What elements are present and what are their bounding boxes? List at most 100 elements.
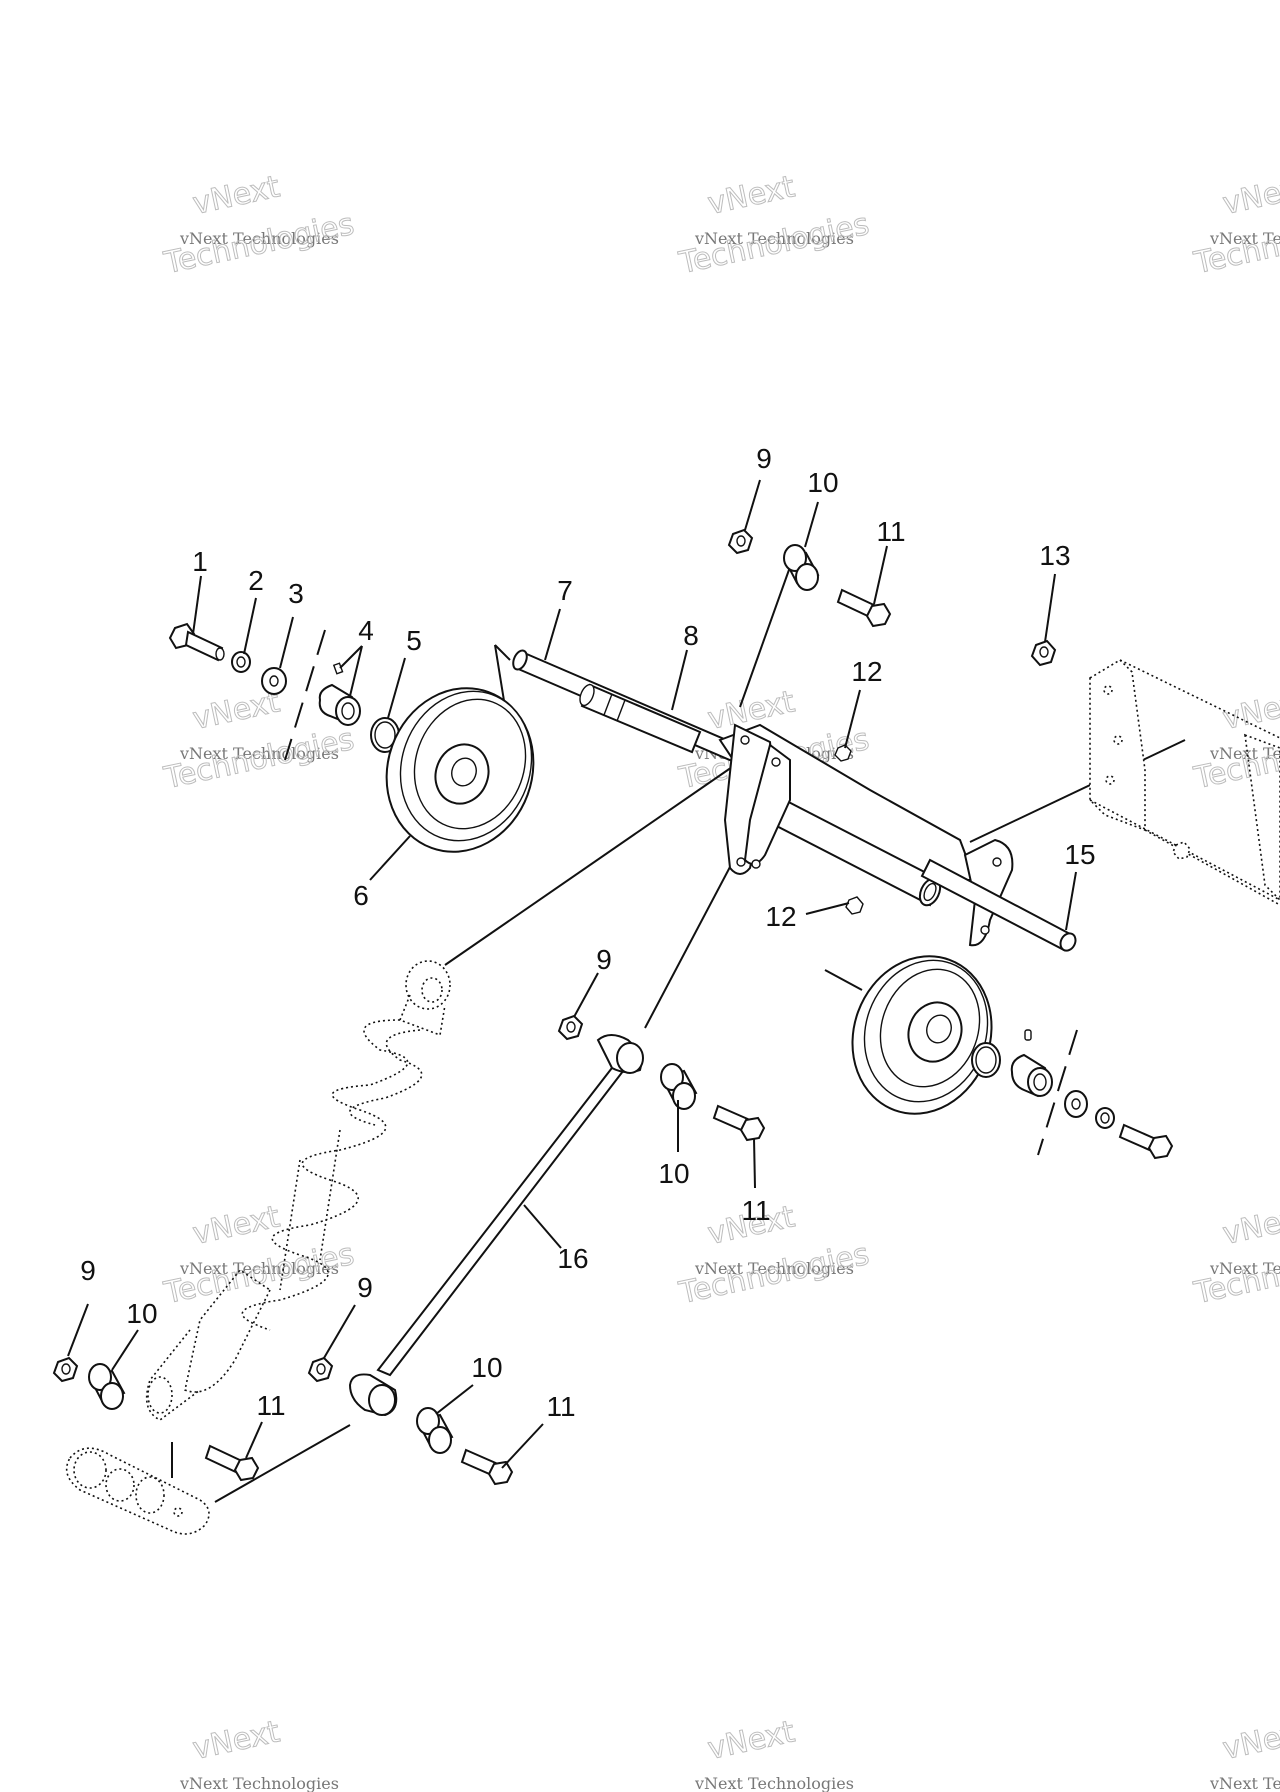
- assembly-line-shock-to-link: [214, 1424, 351, 1503]
- assembly-line-axle-to-frame: [969, 739, 1186, 843]
- callout-10-lower-left: 10: [126, 1298, 157, 1329]
- callout-labels: 1 2 3 4 5 6 7 8 9 10 11 13 12 12 15 9 10…: [80, 443, 1095, 1422]
- callout-leaders: [67, 479, 1077, 1469]
- watermark-line: vNext Technologies: [694, 1259, 854, 1278]
- watermark-brand: vNext: [1220, 1199, 1280, 1252]
- assembly-lines: [171, 552, 1186, 1503]
- axis-line-right: [1037, 1029, 1078, 1156]
- bolt-11-lower-left: [204, 1444, 260, 1482]
- callout-12-lower: 12: [765, 901, 796, 932]
- callout-13: 13: [1039, 540, 1070, 571]
- watermark-line: vNext Technologies: [179, 1774, 339, 1792]
- axis-line-left: [284, 629, 326, 761]
- nut-9-lower-left: [52, 1356, 79, 1383]
- bolt-1: [168, 622, 225, 662]
- nut-12-lower: [845, 896, 864, 915]
- bushing-10-lower-mid: [416, 1407, 454, 1454]
- callout-11-lower-mid: 11: [546, 1391, 575, 1422]
- watermark-6: vNext vNext Technologies Technologies: [1190, 684, 1280, 797]
- callout-9-mid: 9: [596, 944, 612, 975]
- bolt-11-lower-mid: [460, 1448, 514, 1486]
- bushing-10-lower-left: [88, 1363, 126, 1410]
- callout-7: 7: [557, 575, 573, 606]
- callout-10-mid: 10: [658, 1158, 689, 1189]
- watermark-brand: vNext: [1220, 1714, 1280, 1767]
- watermark-9: vNext vNext Technologies Technologies: [1190, 1199, 1280, 1312]
- assembly-line-wheel-left-tick: [494, 644, 511, 661]
- callout-15: 15: [1064, 839, 1095, 870]
- callout-11-top: 11: [876, 516, 905, 547]
- callout-2: 2: [248, 565, 264, 596]
- collar-4: [318, 662, 361, 726]
- watermark-line: vNext Technologies: [694, 229, 854, 248]
- watermark-11: vNext vNext Technologies: [694, 1714, 854, 1792]
- bolt-11-mid: [712, 1104, 766, 1142]
- callout-9-lower-mid: 9: [357, 1272, 373, 1303]
- shock-absorber-phantom: [65, 960, 451, 1535]
- link-rod-16: [348, 1034, 644, 1417]
- nut-13: [1030, 639, 1057, 667]
- watermark-line: vNext Technologies: [179, 744, 339, 763]
- nut-9-mid: [557, 1014, 584, 1041]
- watermark-line: vNext Technologies: [1209, 229, 1280, 248]
- watermark-brand: vNext: [705, 169, 798, 222]
- watermark-big: Technologies: [675, 1237, 872, 1312]
- watermark-12: vNext vNext Technologies: [1209, 1714, 1280, 1792]
- washer-3: [261, 667, 287, 695]
- spacer-tube-8: [579, 683, 702, 754]
- washer-right-small: [1095, 1107, 1115, 1129]
- bolt-right: [1118, 1123, 1174, 1160]
- watermark-big: Technologies: [160, 1237, 357, 1312]
- callout-9-top: 9: [756, 443, 772, 474]
- frame-rail-phantom: [1089, 658, 1280, 906]
- washer-2: [231, 651, 251, 673]
- watermark-grid: vNext vNext Technologies Technologies vN…: [160, 169, 1280, 1792]
- watermark-brand: vNext: [1220, 684, 1280, 737]
- assembly-line-link-to-axle: [644, 847, 741, 1029]
- watermark-10: vNext vNext Technologies: [179, 1714, 339, 1792]
- watermark-brand: vNext: [190, 1199, 283, 1252]
- assembly-line-shock-to-axle: [444, 764, 736, 966]
- bolt-11-top: [836, 588, 892, 628]
- callout-8: 8: [683, 620, 699, 651]
- callout-3: 3: [288, 578, 304, 609]
- watermark-line: vNext Technologies: [1209, 1259, 1280, 1278]
- callout-5: 5: [406, 625, 422, 656]
- bushing-10-top: [783, 544, 820, 591]
- watermark-1: vNext vNext Technologies Technologies: [160, 169, 358, 282]
- watermark-big: Technologies: [675, 207, 872, 282]
- watermark-line: vNext Technologies: [179, 229, 339, 248]
- watermark-big: Technologies: [160, 722, 357, 797]
- collar-right: [1010, 1029, 1053, 1098]
- nut-9-lower-mid: [307, 1356, 334, 1383]
- callout-9-lower-left: 9: [80, 1255, 96, 1286]
- watermark-line: vNext Technologies: [1209, 744, 1280, 763]
- swing-arm-body: [718, 723, 977, 907]
- watermark-brand: vNext: [705, 1714, 798, 1767]
- watermark-line: vNext Technologies: [179, 1259, 339, 1278]
- watermark-line: vNext Technologies: [694, 1774, 854, 1792]
- nut-9-top: [727, 528, 754, 555]
- watermark-big: Technologies: [160, 207, 357, 282]
- watermark-brand: vNext: [190, 169, 283, 222]
- assembly-line-bushing-to-axle: [739, 552, 796, 708]
- idler-wheel-right: [851, 955, 993, 1115]
- callout-11-lower-left: 11: [256, 1390, 285, 1421]
- watermark-7: vNext vNext Technologies Technologies: [160, 1199, 358, 1312]
- shaft-15: [920, 858, 1077, 952]
- watermark-brand: vNext: [190, 1714, 283, 1767]
- washer-right-large: [1064, 1090, 1088, 1118]
- callout-11-mid: 11: [741, 1195, 770, 1226]
- callout-4: 4: [358, 615, 374, 646]
- o-ring-right: [971, 1042, 1001, 1078]
- callout-12-upper: 12: [851, 656, 882, 687]
- callout-16: 16: [557, 1243, 588, 1274]
- watermark-line: vNext Technologies: [1209, 1774, 1280, 1792]
- watermark-brand: vNext: [1220, 169, 1280, 222]
- callout-10-lower-mid: 10: [471, 1352, 502, 1383]
- watermark-3: vNext vNext Technologies Technologies: [1190, 169, 1280, 282]
- watermark-2: vNext vNext Technologies Technologies: [675, 169, 873, 282]
- callout-1: 1: [192, 546, 208, 577]
- callout-10-top: 10: [807, 467, 838, 498]
